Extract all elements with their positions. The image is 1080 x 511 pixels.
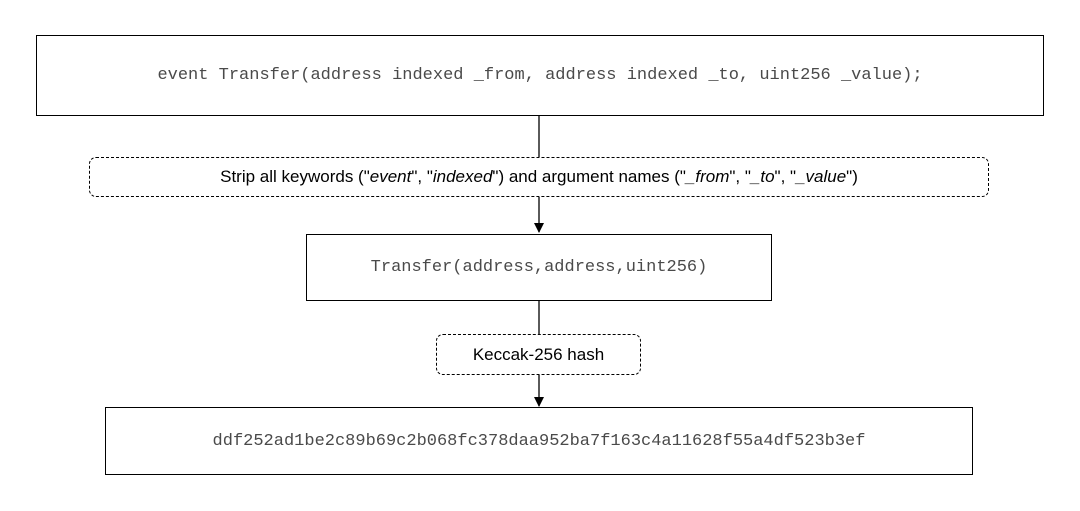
keccak-hash-label: Keccak-256 hash (472, 344, 605, 364)
keyword-indexed: indexed (432, 167, 493, 186)
topic-hash-box: ddf252ad1be2c89b69c2b068fc378daa952ba7f1… (105, 407, 973, 475)
topic-hash-text: ddf252ad1be2c89b69c2b068fc378daa952ba7f1… (212, 431, 866, 451)
argument-to: _to (750, 167, 775, 186)
signature-box: Transfer(address,address,uint256) (306, 234, 772, 301)
signature-text: Transfer(address,address,uint256) (370, 258, 708, 277)
keyword-event: event (369, 167, 412, 186)
argument-value: _value (796, 167, 847, 186)
argument-from: _from (685, 167, 730, 186)
strip-keywords-step: Strip all keywords ("event", "indexed") … (89, 157, 989, 197)
event-declaration-text: event Transfer(address indexed _from, ad… (157, 66, 923, 85)
strip-step-text: Strip all keywords ("event", "indexed") … (220, 167, 858, 186)
event-declaration-box: event Transfer(address indexed _from, ad… (36, 35, 1044, 116)
keccak-hash-step: Keccak-256 hash (436, 334, 641, 375)
